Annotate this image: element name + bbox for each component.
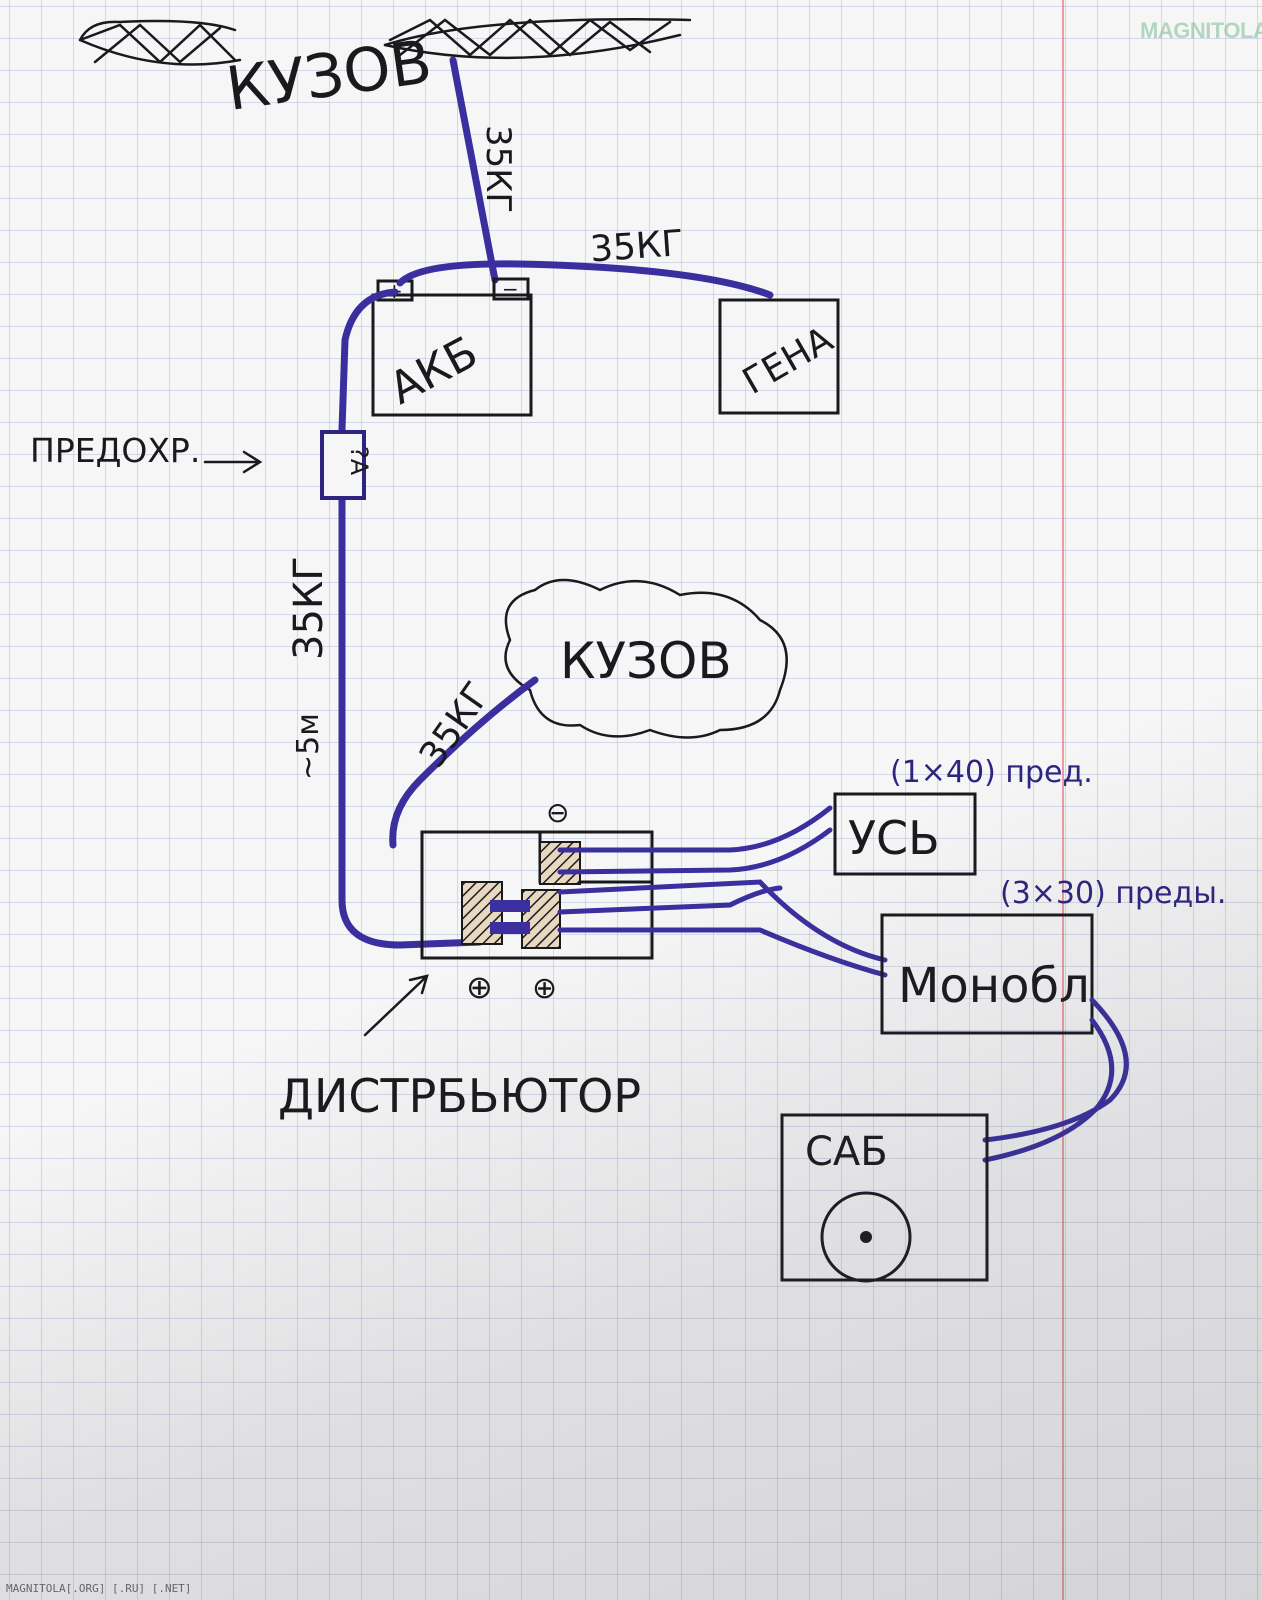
wire-distributor-to-body	[389, 676, 539, 849]
distributor-plus-a: ⊕	[466, 968, 493, 1006]
body-ground-cloud: КУЗОВ	[504, 578, 788, 739]
battery-minus-terminal: −	[502, 277, 519, 301]
subwoofer: САБ	[780, 1113, 989, 1283]
distributor-label: ДИСТРБЬЮТОР	[278, 1069, 641, 1123]
arrow-up-icon	[363, 974, 429, 1037]
fuse-value: ?А	[345, 446, 373, 476]
watermark-logo: MAGNITOLA	[1140, 18, 1262, 43]
battery: + − АКБ	[371, 277, 533, 417]
wire-label-distributor-body: 35КГ	[412, 675, 499, 775]
fuse-callout: ПРЕДОХР.	[30, 431, 263, 474]
fuse-callout-label: ПРЕДОХР.	[30, 431, 200, 470]
wire-label-main-length: ~5м	[291, 713, 326, 780]
wire-label-battery-generator: 35КГ	[589, 223, 685, 270]
amp-small-label: УСЬ	[848, 811, 940, 865]
amp-small-note: (1×40) пред.	[890, 755, 1093, 790]
wire-mono-to-sub-1	[982, 997, 1129, 1143]
wire-battery-to-generator	[396, 260, 774, 299]
distributor-plus-b: ⊕	[532, 971, 557, 1006]
body-top-label: КУЗОВ	[222, 27, 436, 125]
generator: ГЕНА	[718, 298, 840, 415]
amp-mono: Монобл (3×30) преды.	[880, 876, 1226, 1035]
wire-distributor-to-mono-2	[557, 885, 783, 915]
wire-distributor-to-mono-3	[557, 927, 888, 978]
wire-label-main-power: 35КГ	[286, 556, 332, 660]
distributor-minus: ⊖	[546, 796, 569, 829]
arrow-right-icon	[203, 450, 263, 474]
speaker-dustcap-icon	[860, 1231, 872, 1243]
speaker-cone-icon	[820, 1191, 912, 1283]
paper-margin-line	[1062, 0, 1064, 1600]
wire-label-body-battery: 35КГ	[478, 125, 518, 213]
wire-body-to-battery	[449, 56, 499, 284]
fuse: ?А	[320, 430, 373, 500]
amp-small: УСЬ (1×40) пред.	[833, 755, 1093, 876]
body-ground-top: КУЗОВ	[78, 18, 692, 125]
battery-label: АКБ	[381, 327, 486, 415]
distributor: ⊖ ⊕ ⊕	[420, 796, 654, 1006]
amp-mono-label: Монобл	[898, 958, 1090, 1014]
wire-distributor-to-amp-small-1	[557, 805, 833, 853]
sub-label: САБ	[805, 1129, 888, 1175]
generator-label: ГЕНА	[736, 319, 840, 403]
watermark-footer: MAGNITOLA[.ORG] [.RU] [.NET]	[6, 1582, 192, 1595]
wire-fuse-to-distributor	[338, 494, 484, 949]
wire-battery-to-fuse	[338, 288, 399, 434]
amp-mono-note: (3×30) преды.	[1000, 876, 1226, 911]
wire-distributor-to-mono-1	[557, 879, 888, 963]
body-cloud-label: КУЗОВ	[560, 632, 732, 690]
wire-mono-to-sub-2	[982, 1017, 1115, 1163]
wire-distributor-to-amp-small-2	[557, 827, 833, 875]
